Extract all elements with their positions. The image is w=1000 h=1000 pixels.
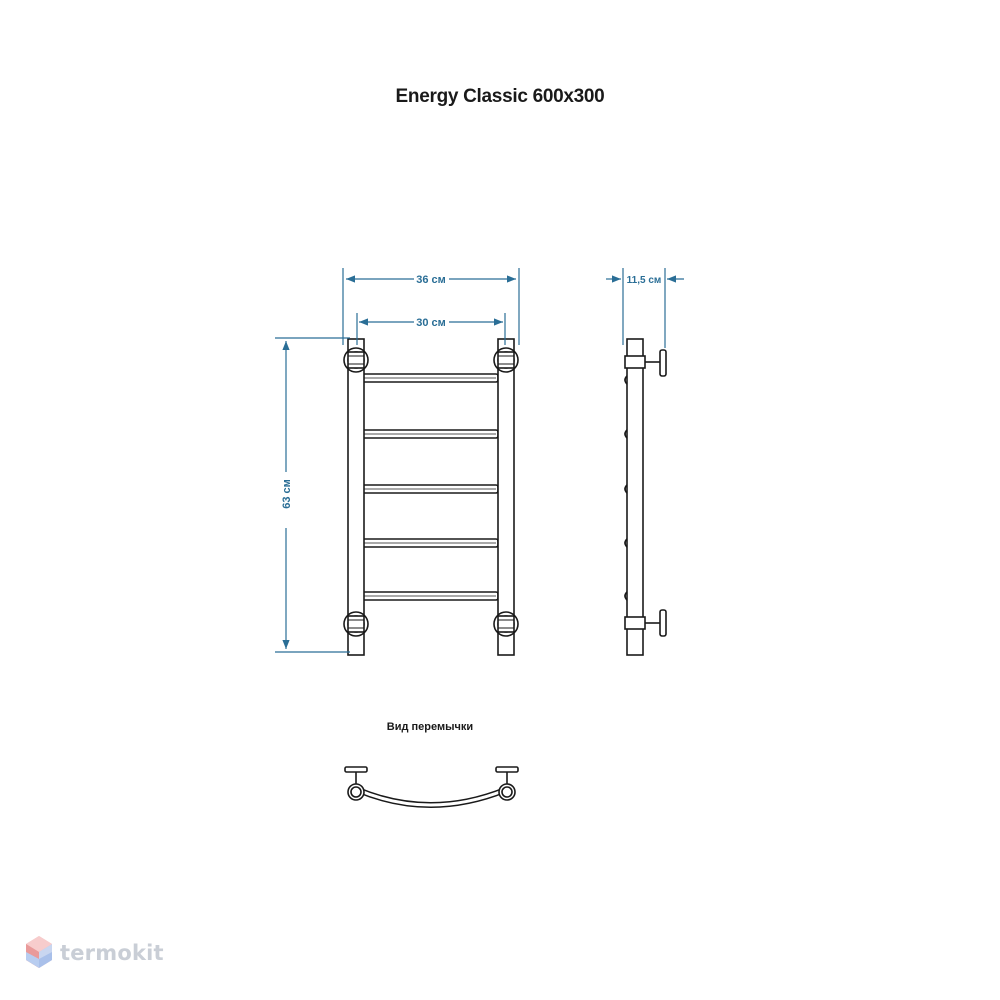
side-view xyxy=(624,338,667,656)
right-pipe xyxy=(497,338,515,656)
dim-depth-label: 11,5 см xyxy=(627,275,662,286)
mount-right-top xyxy=(493,347,519,373)
bridge-view xyxy=(344,766,519,808)
left-pipe xyxy=(347,338,365,656)
dim-height-label: 63 см xyxy=(281,479,293,509)
mount-left-top xyxy=(343,347,369,373)
mount-right-bottom xyxy=(493,611,519,637)
side-pipe xyxy=(626,338,644,656)
bridge-view-label: Вид перемычки xyxy=(386,721,474,733)
dim-inner-width-label: 30 см xyxy=(416,317,446,329)
rungs xyxy=(361,373,499,601)
drawing-title: Energy Classic 600x300 xyxy=(395,86,605,107)
mount-left-bottom xyxy=(343,611,369,637)
dim-outer-width-label: 36 см xyxy=(416,274,446,286)
logo-text: termokit xyxy=(60,941,164,965)
front-view xyxy=(343,338,519,656)
brand-logo: termokit xyxy=(24,935,204,975)
logo-icon xyxy=(26,936,52,968)
front-dimensions xyxy=(275,268,520,653)
side-dimensions xyxy=(606,268,684,348)
